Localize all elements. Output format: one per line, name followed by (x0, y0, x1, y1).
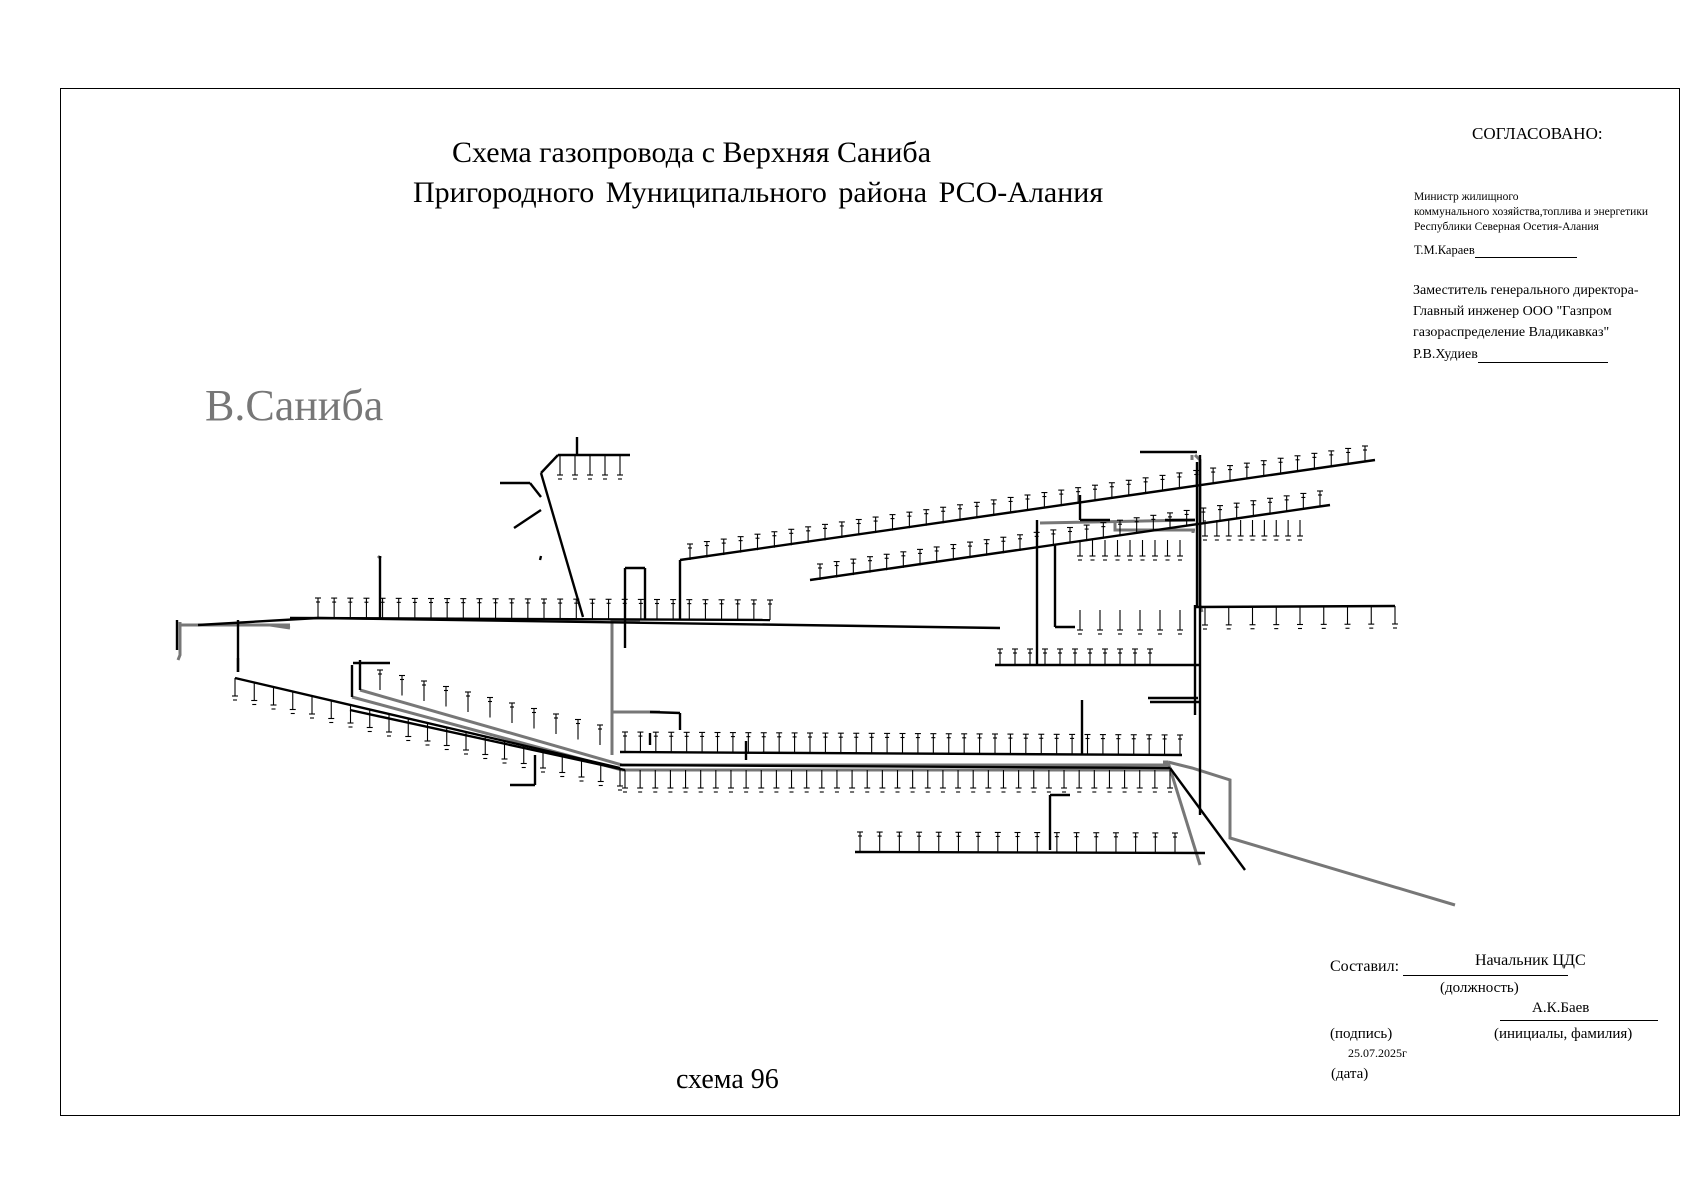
main-pipe (1169, 767, 1246, 871)
name-value-text: А.К.Баев (1532, 1000, 1590, 1016)
signature-caption: (подпись) (1330, 1026, 1393, 1042)
drawing-frame (60, 88, 1680, 1116)
deputy-line-3: газораспределение Владикавказ" (1413, 325, 1610, 340)
main-pipe (539, 472, 585, 618)
high-pressure-pipe (1166, 761, 1202, 866)
approval-heading: СОГЛАСОВАНО: (1472, 124, 1603, 143)
minister-line-2: коммунального хозяйства,топлива и энерге… (1414, 206, 1649, 218)
compiled-label-text: Составил: (1330, 958, 1400, 975)
date-caption: (дата) (1331, 1066, 1369, 1082)
main-pipe (289, 616, 771, 622)
high-pressure-pipe (359, 688, 623, 767)
position-value: Начальник ЦДС (1475, 952, 1586, 969)
position-line (1403, 975, 1569, 976)
deputy-block: Заместитель генерального директора- Глав… (1413, 280, 1639, 343)
main-pipe (619, 763, 1171, 770)
date-value: 25.07.2025г (1348, 1046, 1407, 1060)
main-pipe (649, 710, 681, 715)
minister-line-1: Министр жилищного (1414, 191, 1519, 203)
minister-signature: Т.М.Караев (1414, 243, 1577, 258)
deputy-line-1: Заместитель генерального директора- (1413, 283, 1639, 298)
title-line-2: Пригородного Муниципального района РСО-А… (413, 176, 1104, 209)
main-pipe (529, 482, 542, 498)
minister-line-3: Республики Северная Осетия-Алания (1414, 221, 1599, 233)
main-pipe (619, 750, 1183, 757)
minister-block: Министр жилищного коммунального хозяйств… (1414, 190, 1648, 235)
name-line (1500, 1020, 1658, 1021)
main-pipe (349, 708, 626, 772)
high-pressure-pipe (176, 625, 182, 661)
deputy-signature-line (1477, 362, 1608, 363)
deputy-signature: Р.В.Худиев (1413, 347, 1608, 363)
position-caption: (должность) (1440, 980, 1519, 996)
compiled-label: Составил: (1330, 958, 1569, 976)
deputy-line-2: Главный инженер ООО "Газпром (1413, 304, 1612, 319)
initials-caption: (инициалы, фамилия) (1494, 1026, 1633, 1042)
main-pipe (513, 509, 542, 529)
main-pipe (538, 555, 543, 561)
name-value: А.К.Баев (1532, 1000, 1589, 1017)
main-pipe (1194, 604, 1396, 609)
high-pressure-pipe (1113, 522, 1195, 532)
high-pressure-pipe (610, 710, 660, 755)
title-line-1: Схема газопровода с Верхняя Саниба (452, 136, 932, 169)
main-pipe (540, 454, 559, 474)
deputy-signature-name: Р.В.Худиев (1413, 347, 1478, 362)
scheme-number: схема 96 (676, 1064, 779, 1095)
minister-signature-line (1474, 257, 1577, 258)
minister-signature-name: Т.М.Караев (1414, 243, 1475, 257)
village-label: В.Саниба (205, 381, 384, 430)
main-pipe (854, 850, 1206, 855)
high-pressure-pipe (1167, 760, 1456, 907)
